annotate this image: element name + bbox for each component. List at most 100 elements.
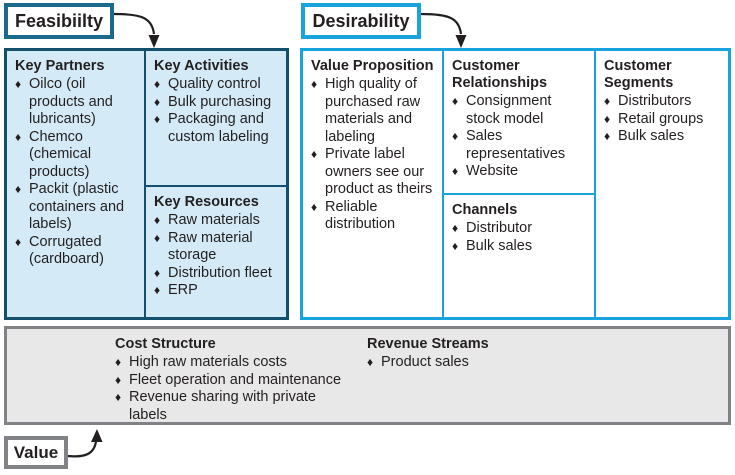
- block-title-channels: Channels: [452, 202, 518, 218]
- diamond-bullet-icon: ♦: [452, 129, 459, 144]
- list-item: ♦ Retail groups: [604, 111, 722, 129]
- cell-key-partners: Key Partners ♦ Oilco (oil products and lu…: [7, 51, 144, 317]
- list-item: ♦ Quality control: [154, 76, 280, 94]
- list-item-label: Retail groups: [618, 110, 704, 127]
- list-customer-relationships: ♦ Consignment stock model ♦ Sales represent…: [452, 93, 588, 181]
- block-key-activities: Key Activities ♦ Quality control ♦ Bulk pur…: [146, 51, 286, 150]
- cell-value-proposition: Value Proposition ♦High quality of purch…: [303, 51, 442, 317]
- diamond-bullet-icon: ♦: [604, 111, 611, 126]
- diamond-bullet-icon: ♦: [604, 129, 611, 144]
- list-item-label: Bulk purchasing: [168, 93, 272, 110]
- block-customer-relationships: Customer Relationships ♦Consignment stoc…: [444, 51, 594, 185]
- diamond-bullet-icon: ♦: [115, 355, 122, 370]
- list-key-activities: ♦ Quality control ♦ Bulk purchasing ♦ Packagi…: [154, 76, 280, 146]
- list-cost-structure: ♦ High raw materials costs ♦ Fleet operatio…: [115, 354, 341, 424]
- diamond-bullet-icon: ♦: [452, 164, 459, 179]
- block-revenue-streams: Revenue Streams ♦Product sales: [359, 329, 728, 376]
- list-item-label: Distributor: [466, 220, 533, 237]
- arrow-desirability-to-panel: [420, 12, 467, 48]
- list-item-label: Private label owners see our product as …: [325, 146, 433, 198]
- panel-desirability: Value Proposition ♦High quality of purch…: [300, 48, 731, 320]
- diamond-bullet-icon: ♦: [311, 147, 318, 162]
- block-title-key-resources: Key Resources: [154, 194, 259, 210]
- cell-key-resources: Key Resources ♦ Raw materials♦Raw materia…: [146, 185, 286, 317]
- list-item-label: Distributors: [618, 93, 692, 110]
- panel-feasibility: Key Partners ♦ Oilco (oil products and lu…: [4, 48, 289, 320]
- list-item: ♦ Bulk purchasing: [154, 94, 280, 112]
- diamond-bullet-icon: ♦: [154, 112, 161, 127]
- list-item: ♦Revenue sharing with private labels: [115, 389, 341, 424]
- list-item: ♦ High raw materials costs: [115, 354, 341, 372]
- list-item-label: Website: [466, 163, 519, 180]
- label-feasibility-text: Feasibiilty: [14, 10, 104, 31]
- diamond-bullet-icon: ♦: [311, 77, 318, 92]
- block-title-customer-segments: Customer Segments: [604, 58, 674, 92]
- list-item: ♦ Bulk sales: [452, 238, 588, 256]
- block-title-cost-structure: Cost Structure: [115, 336, 216, 352]
- list-item-label: Raw materials: [168, 212, 260, 229]
- list-item: ♦ Sales representatives: [452, 128, 588, 163]
- list-item: ♦ Bulk sales: [604, 128, 722, 146]
- label-feasibility: Feasibiilty: [4, 3, 114, 39]
- list-item-label: Packit (plastic containers and labels): [29, 181, 125, 233]
- block-title-key-activities: Key Activities: [154, 58, 249, 74]
- diamond-bullet-icon: ♦: [15, 182, 22, 197]
- list-item: ♦Chemco (chemical products): [15, 129, 138, 182]
- diamond-bullet-icon: ♦: [452, 94, 459, 109]
- diamond-bullet-icon: ♦: [154, 77, 161, 92]
- list-item: ♦ Website: [452, 163, 588, 181]
- list-item-label: Oilco (oil products and lubricants): [29, 76, 113, 128]
- list-item-label: Fleet operation and maintenance: [129, 371, 342, 388]
- list-item: ♦Distributors: [604, 93, 722, 111]
- label-value-text: Value: [13, 442, 59, 462]
- list-item: ♦ Raw materials: [154, 212, 280, 230]
- list-item: ♦Corrugated (cardboard): [15, 234, 138, 269]
- cell-revenue-streams: Revenue Streams ♦Product sales: [347, 329, 728, 422]
- list-item: ♦Reliable distribution: [311, 199, 436, 234]
- list-item-label: Bulk sales: [466, 237, 533, 254]
- block-title-key-partners: Key Partners: [15, 58, 105, 74]
- list-item-label: ERP: [168, 282, 198, 299]
- diamond-bullet-icon: ♦: [15, 77, 22, 92]
- list-item: ♦ High quality of purchased raw materials…: [311, 76, 436, 146]
- diamond-bullet-icon: ♦: [154, 94, 161, 109]
- label-desirability-text: Desirability: [312, 10, 410, 31]
- label-value: Value: [4, 436, 68, 469]
- list-key-resources: ♦ Raw materials♦Raw material storage♦Dist…: [154, 212, 280, 300]
- list-item: ♦Raw material storage: [154, 230, 280, 265]
- list-item: ♦Distribution fleet: [154, 265, 280, 283]
- diamond-bullet-icon: ♦: [452, 221, 459, 236]
- block-key-partners: Key Partners ♦ Oilco (oil products and lu…: [7, 51, 144, 273]
- cell-key-activities: Key Activities ♦ Quality control ♦ Bulk pur…: [146, 51, 286, 185]
- block-channels: Channels ♦ Distributor ♦ Bulk sales: [444, 195, 594, 259]
- list-customer-segments: ♦Distributors♦Retail groups♦Bulk sales: [604, 93, 722, 146]
- label-desirability: Desirability: [301, 3, 421, 39]
- list-item: ♦ Consignment stock model: [452, 93, 588, 128]
- column-key-activities-resources: Key Activities ♦ Quality control ♦ Bulk pur…: [144, 51, 286, 317]
- diamond-bullet-icon: ♦: [452, 238, 459, 253]
- list-item-label: High raw materials costs: [129, 354, 287, 371]
- list-item: ♦ Private label owners see our product as…: [311, 146, 436, 199]
- list-item-label: Quality control: [168, 76, 261, 93]
- list-item-label: Bulk sales: [618, 128, 685, 145]
- list-item: ♦ Packit (plastic containers and labels): [15, 181, 138, 234]
- list-item-label: Packaging and custom labeling: [168, 111, 269, 145]
- list-item-label: Sales representatives: [466, 128, 566, 162]
- cell-customer-segments: Customer Segments ♦Distributors♦Retail g…: [594, 51, 728, 317]
- cell-customer-relationships: Customer Relationships ♦Consignment stoc…: [444, 51, 594, 193]
- list-key-partners: ♦ Oilco (oil products and lubricants)♦Che…: [15, 76, 138, 269]
- list-item-label: Revenue sharing with private labels: [129, 389, 316, 423]
- arrow-value-to-panel: [67, 429, 103, 458]
- diamond-bullet-icon: ♦: [154, 213, 161, 228]
- list-item: ♦ Distributor: [452, 220, 588, 238]
- panel-viability: Cost Structure ♦ High raw materials costs…: [4, 326, 731, 425]
- diamond-bullet-icon: ♦: [115, 372, 122, 387]
- list-item-label: High quality of purchased raw materials …: [325, 76, 421, 145]
- diamond-bullet-icon: ♦: [15, 234, 22, 249]
- list-value-proposition: ♦ High quality of purchased raw materials…: [311, 76, 436, 234]
- list-item: ♦ERP: [154, 282, 280, 300]
- diamond-bullet-icon: ♦: [367, 355, 374, 370]
- list-item-label: Consignment stock model: [466, 93, 552, 127]
- diamond-bullet-icon: ♦: [15, 129, 22, 144]
- list-item: ♦ Packaging and custom labeling: [154, 111, 280, 146]
